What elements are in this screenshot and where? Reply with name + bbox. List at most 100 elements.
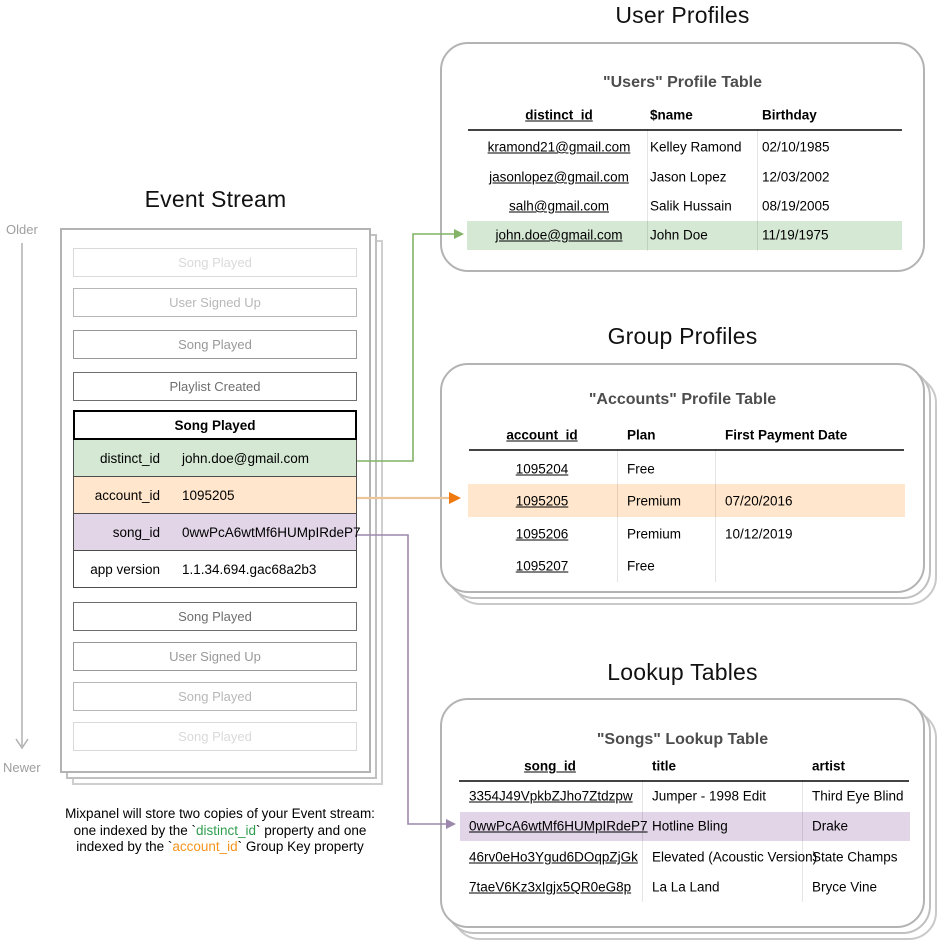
lookup-tables-card: "Songs" Lookup Table song_id title artis…	[440, 698, 925, 928]
user-profiles-title: User Profiles	[615, 2, 750, 28]
group-profiles-title: Group Profiles	[607, 323, 758, 349]
event-box-faint: Song Played	[73, 248, 357, 277]
table-row: 46rv0eHo3Ygud6DOqpZjGk Elevated (Acousti…	[442, 842, 923, 872]
table-row: kramond21@gmail.com Kelley Ramond 02/10/…	[442, 132, 923, 162]
cell-plan: Free	[627, 558, 655, 574]
event-box-faint: User Signed Up	[73, 642, 357, 671]
focused-event-card: Song Played distinct_id john.doe@gmail.c…	[73, 410, 361, 588]
table-row-highlighted: 0wwPcA6wtMf6HUMpIRdeP7 Hotline Bling Dra…	[442, 811, 923, 841]
event-box-faint: Song Played	[73, 682, 357, 711]
cell-distinct-id: john.doe@gmail.com	[495, 227, 623, 243]
column-separator	[802, 780, 803, 902]
cell-name: Kelley Ramond	[650, 139, 742, 155]
event-box-faint: Playlist Created	[73, 372, 357, 401]
column-separator	[757, 129, 758, 251]
event-box-faint: Song Played	[73, 722, 357, 751]
property-key: song_id	[112, 524, 160, 540]
cell-account-id: 1095204	[515, 461, 569, 477]
column-header-artist: artist	[812, 758, 846, 774]
cell-name: Salik Hussain	[650, 198, 732, 214]
cell-plan: Premium	[627, 526, 682, 542]
header-underline	[469, 449, 904, 451]
cell-distinct-id: kramond21@gmail.com	[487, 139, 631, 155]
caption-line-2: one indexed by the `distinct_id` propert…	[73, 822, 367, 838]
cell-song-id: 0wwPcA6wtMf6HUMpIRdeP7	[469, 818, 648, 834]
cell-artist: Drake	[812, 818, 849, 834]
group-profiles-card: "Accounts" Profile Table account_id Plan…	[440, 363, 925, 593]
column-header-distinct-id: distinct_id	[525, 107, 593, 123]
table-row: 1095206 Premium 10/12/2019	[442, 518, 923, 550]
property-value: john.doe@gmail.com	[182, 450, 310, 466]
column-header-song-id: song_id	[524, 758, 576, 774]
property-value: 1.1.34.694.gac68a2b3	[182, 561, 317, 577]
cell-distinct-id: salh@gmail.com	[509, 198, 609, 214]
property-key: distinct_id	[99, 450, 160, 466]
cell-artist: Bryce Vine	[812, 879, 878, 895]
cell-artist: Third Eye Blind	[812, 788, 904, 804]
table-row-highlighted: john.doe@gmail.com John Doe 11/19/1975	[442, 220, 923, 250]
table-row: 1095207 Free	[442, 550, 923, 582]
column-header-first-payment-date: First Payment Date	[725, 427, 848, 443]
highlight-band-orange	[468, 484, 905, 517]
cell-account-id: 1095206	[515, 526, 569, 542]
property-value: 0wwPcA6wtMf6HUMpIRdeP7	[182, 524, 361, 540]
cell-birthday: 08/19/2005	[762, 198, 830, 214]
cell-song-id: 46rv0eHo3Ygud6DOqpZjGk	[469, 849, 638, 865]
cell-song-id: 3354J49VpkbZJho7Ztdzpw	[469, 788, 633, 804]
cell-title: La La Land	[652, 879, 720, 895]
cell-distinct-id: jasonlopez@gmail.com	[489, 169, 629, 185]
cell-plan: Premium	[627, 493, 682, 509]
focused-event-title: Song Played	[73, 410, 357, 440]
cell-birthday: 12/03/2002	[762, 169, 830, 185]
property-key: account_id	[94, 487, 160, 503]
cell-plan: Free	[627, 461, 655, 477]
accounts-table-header: account_id Plan First Payment Date	[442, 420, 923, 450]
newer-label: Newer	[3, 760, 41, 775]
table-row: 3354J49VpkbZJho7Ztdzpw Jumper - 1998 Edi…	[442, 781, 923, 811]
caption-text: Mixpanel will store two copies of your E…	[28, 806, 412, 856]
caption-line-1: Mixpanel will store two copies of your E…	[65, 806, 375, 821]
column-separator	[647, 129, 648, 251]
table-row-highlighted: 1095205 Premium 07/20/2016	[442, 485, 923, 517]
header-underline	[468, 129, 902, 131]
cell-name: Jason Lopez	[650, 169, 727, 185]
songs-table-title: "Songs" Lookup Table	[596, 731, 769, 748]
cell-account-id: 1095205	[515, 493, 569, 509]
event-box-faint: User Signed Up	[73, 288, 357, 317]
cell-name: John Doe	[650, 227, 708, 243]
user-profiles-card: "Users" Profile Table distinct_id $name …	[440, 42, 925, 272]
lookup-tables-title: Lookup Tables	[607, 659, 758, 685]
cell-account-id: 1095207	[515, 558, 569, 574]
highlight-band-purple	[460, 812, 910, 841]
column-header-title: title	[652, 758, 677, 774]
column-header-birthday: Birthday	[762, 107, 817, 123]
column-separator	[642, 780, 643, 902]
cell-song-id: 7taeV6Kz3xIgjx5QR0eG8p	[469, 879, 632, 895]
accounts-table-title: "Accounts" Profile Table	[588, 391, 777, 408]
users-table-header: distinct_id $name Birthday	[442, 100, 923, 130]
event-box-faint: Song Played	[73, 330, 357, 359]
cell-birthday: 02/10/1985	[762, 139, 830, 155]
table-row: jasonlopez@gmail.com Jason Lopez 12/03/2…	[442, 162, 923, 192]
column-header-account-id: account_id	[506, 427, 578, 443]
cell-title: Hotline Bling	[652, 818, 728, 834]
table-row: 1095204 Free	[442, 453, 923, 485]
column-header-plan: Plan	[627, 427, 656, 443]
older-label: Older	[6, 222, 38, 237]
header-underline	[459, 780, 909, 782]
property-key: app version	[90, 561, 160, 577]
column-separator	[617, 449, 618, 582]
caption-account-id-code: account_id	[172, 839, 238, 854]
event-property-app-version: app version 1.1.34.694.gac68a2b3	[73, 551, 357, 588]
property-value: 1095205	[182, 487, 235, 503]
event-stream-title: Event Stream	[144, 186, 287, 212]
caption-distinct-id-code: distinct_id	[195, 822, 257, 838]
event-property-distinct-id: distinct_id john.doe@gmail.com	[73, 440, 357, 477]
event-property-song-id: song_id 0wwPcA6wtMf6HUMpIRdeP7	[73, 514, 361, 551]
event-property-account-id: account_id 1095205	[73, 477, 357, 514]
caption-line-3: indexed by the `account_id` Group Key pr…	[76, 839, 364, 854]
cell-first-payment-date: 10/12/2019	[725, 526, 793, 542]
cell-title: Elevated (Acoustic Version)	[652, 849, 818, 865]
time-axis-arrow	[15, 243, 29, 750]
